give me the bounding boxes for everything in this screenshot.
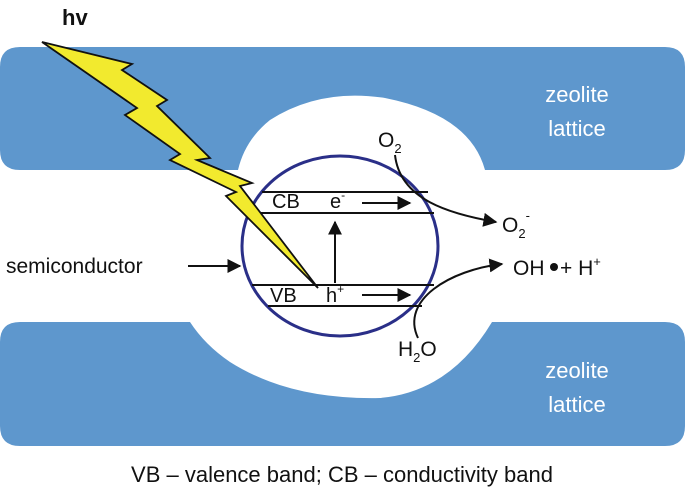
vb-label: VB — [270, 285, 297, 307]
lightning-bolt-icon — [41, 41, 319, 289]
zeolite-bottom-label-2: lattice — [548, 392, 605, 417]
semiconductor-particle — [240, 154, 440, 338]
water-label: H2O — [398, 338, 437, 365]
hydroxyl-radical-label: OH — [513, 257, 545, 280]
hv-label: hv — [62, 5, 88, 30]
caption: VB – valence band; CB – conductivity ban… — [131, 462, 553, 487]
o2-reduction-arrow — [394, 154, 498, 227]
zeolite-bottom-label-1: zeolite — [545, 358, 609, 383]
zeolite-lattice-bottom — [0, 322, 685, 446]
h2o-oxidation-arrow — [413, 258, 504, 339]
superoxide-label: O2- — [502, 208, 530, 241]
zeolite-top-label-2: lattice — [548, 116, 605, 141]
zeolite-top-label-1: zeolite — [545, 82, 609, 107]
radical-dot-icon — [550, 263, 558, 271]
o2-label: O2 — [378, 129, 402, 156]
electron-label: e- — [330, 188, 345, 213]
hole-label: h+ — [326, 282, 344, 307]
cb-label: CB — [272, 191, 300, 213]
semiconductor-label: semiconductor — [6, 255, 143, 278]
proton-label: + H+ — [560, 254, 601, 280]
